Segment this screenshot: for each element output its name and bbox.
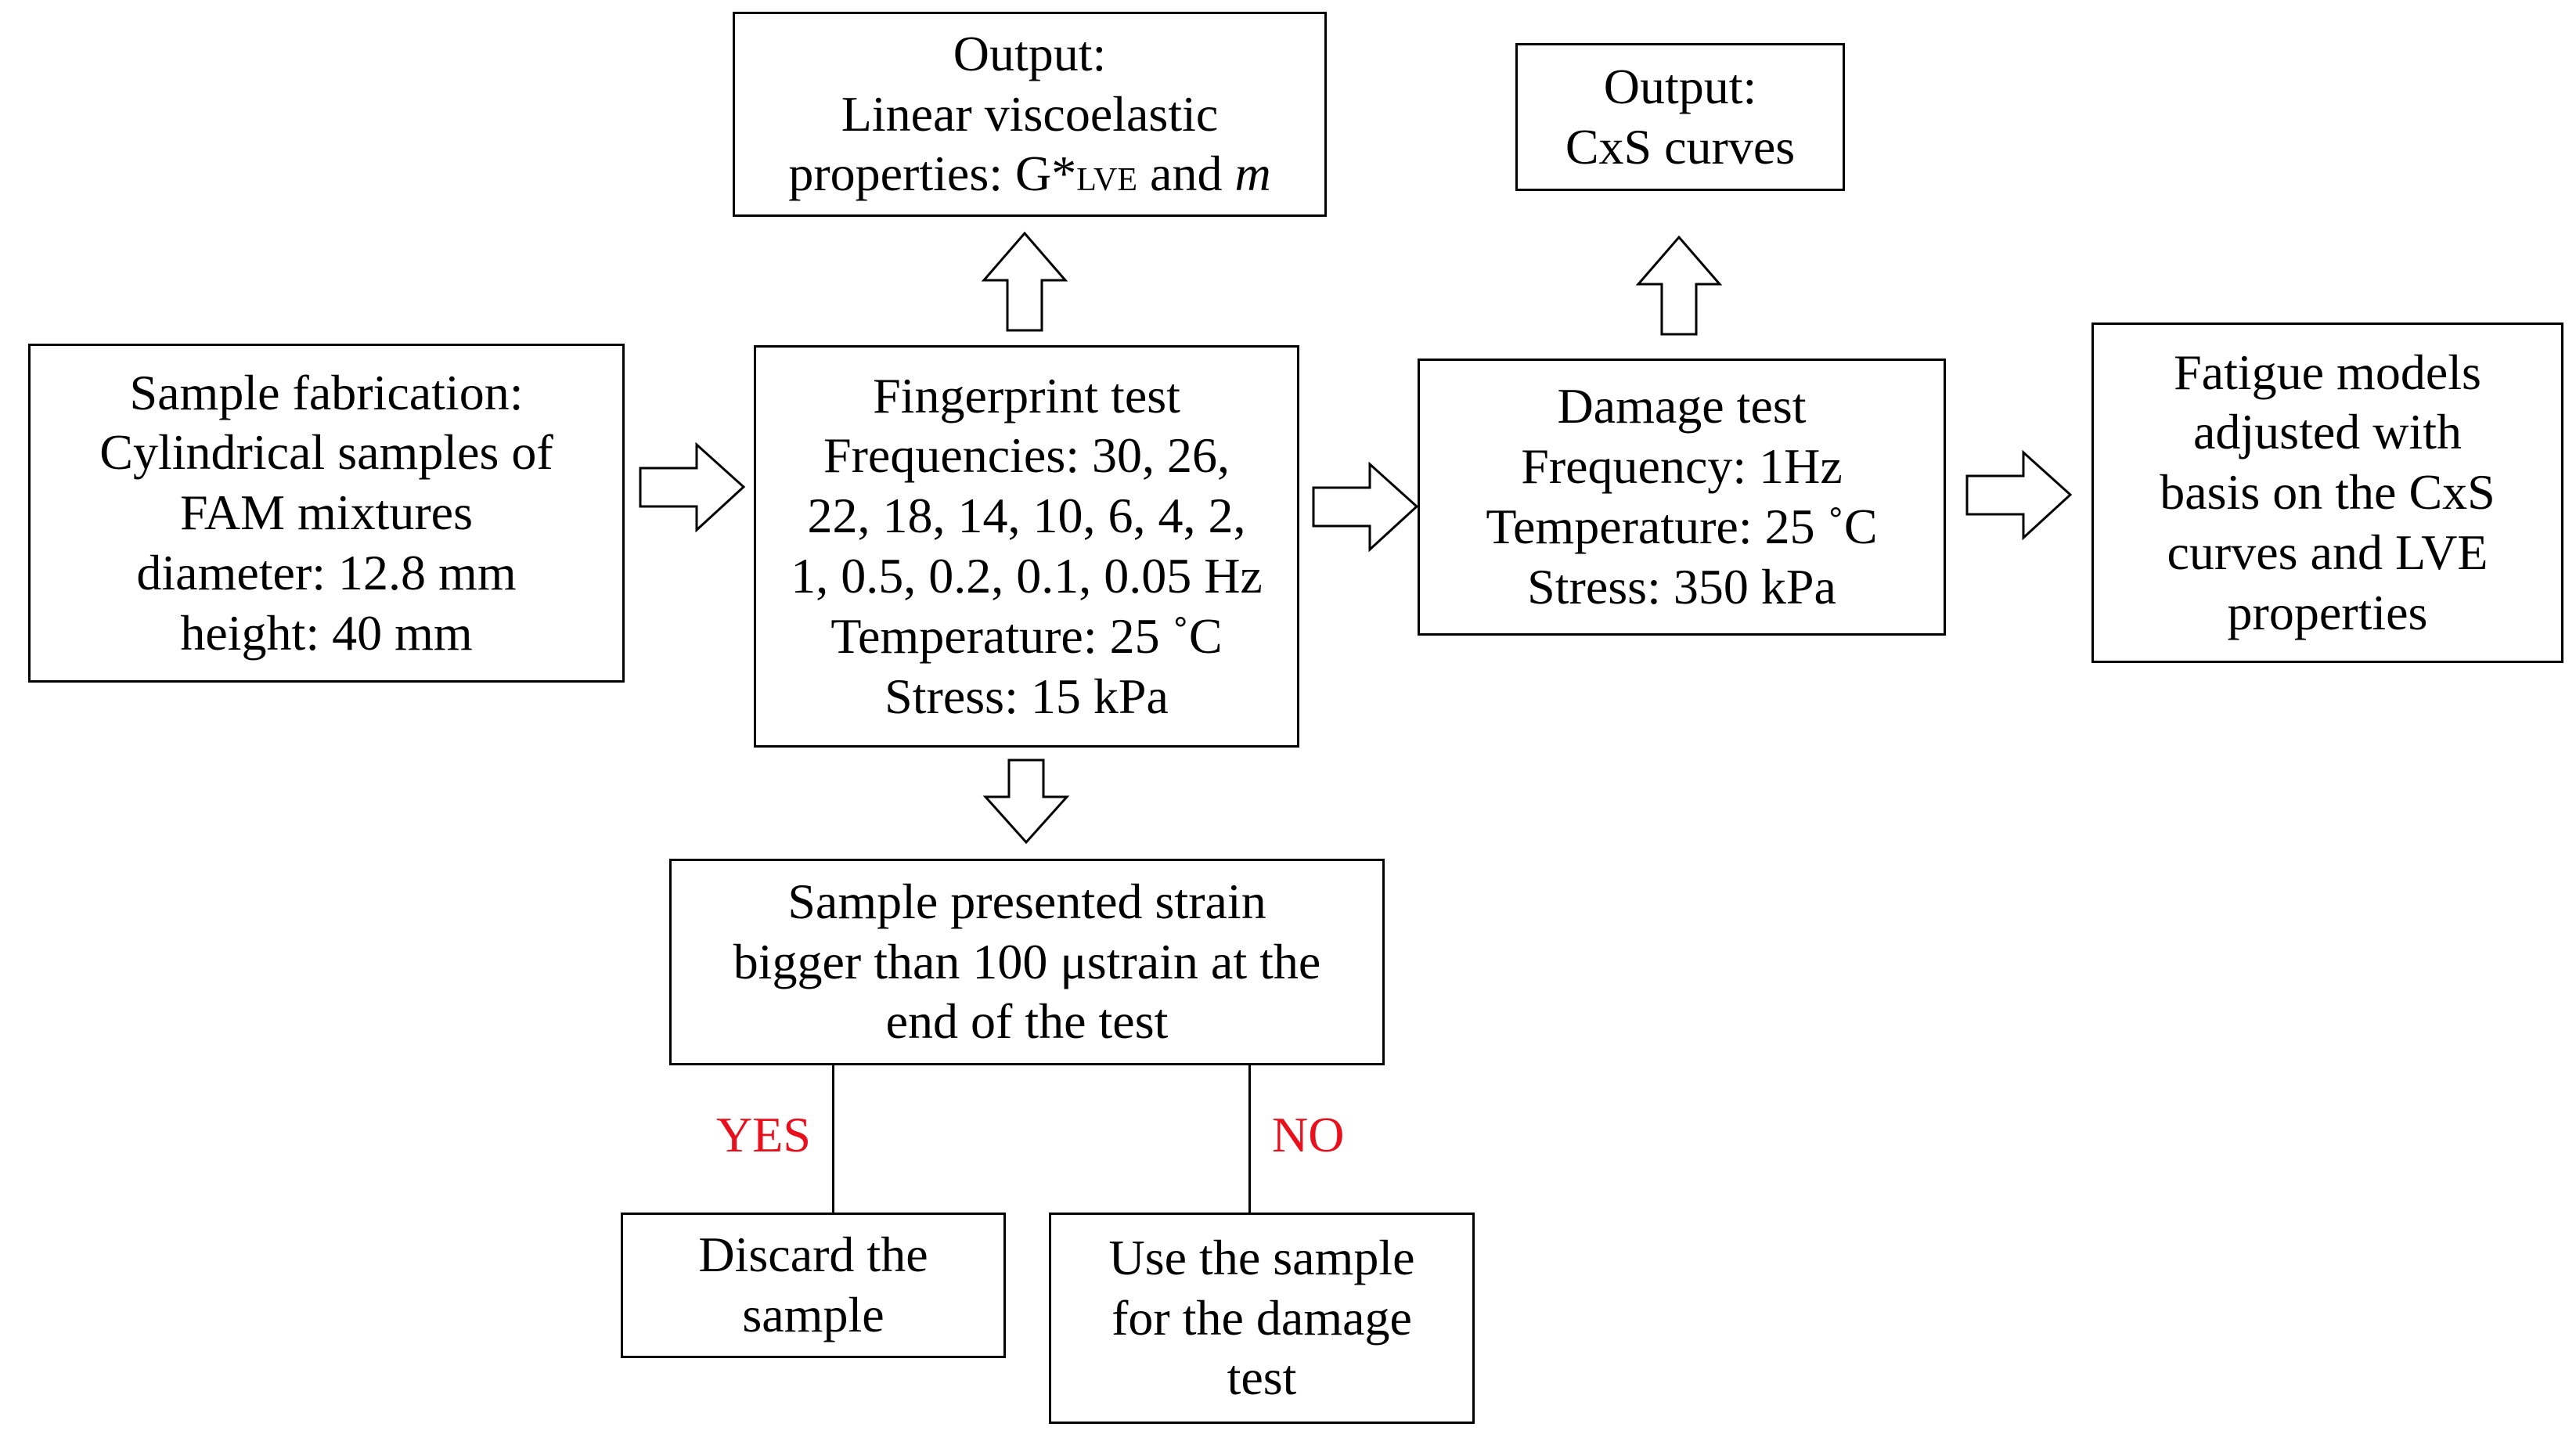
box-text: FAM mixtures [180, 485, 473, 541]
up-arrow-icon [981, 231, 1068, 332]
box-text: 22, 18, 14, 10, 6, 4, 2, [807, 488, 1246, 544]
box-text: curves and LVE [2167, 524, 2488, 580]
box-text: Frequency: 1Hz [1521, 438, 1843, 495]
right-arrow-icon [639, 442, 746, 532]
fingerprint-test-box: Fingerprint test Frequencies: 30, 26, 22… [754, 345, 1299, 748]
box-text: basis on the CxS [2160, 464, 2495, 521]
box-text: Temperature: 25 ˚C [1486, 499, 1878, 554]
yes-branch-line [832, 1065, 834, 1213]
box-text: Use the sample [1108, 1229, 1415, 1285]
right-arrow-icon [1965, 450, 2073, 540]
strain-check-box: Sample presented strain bigger than 100 … [669, 859, 1385, 1065]
right-arrow-icon [1312, 462, 1419, 552]
no-branch-line [1248, 1065, 1251, 1213]
box-text: Linear viscoelastic [841, 85, 1219, 142]
box-text: diameter: 12.8 mm [136, 544, 517, 600]
box-text: Output: [1603, 58, 1757, 114]
lve-subscript: LVE [1076, 162, 1138, 199]
box-text: Cylindrical samples of [99, 424, 553, 481]
box-text: Fatigue models [2174, 344, 2481, 400]
up-arrow-icon [1635, 235, 1723, 336]
damage-test-box: Damage test Frequency: 1Hz Temperature: … [1418, 359, 1946, 636]
box-text: 1, 0.5, 0.2, 0.1, 0.05 Hz [791, 548, 1263, 604]
box-text: sample [742, 1287, 884, 1342]
m-variable: m [1234, 146, 1271, 202]
output-lve-box: Output: Linear viscoelastic properties: … [733, 12, 1327, 217]
box-text: Sample fabrication: [129, 364, 524, 420]
box-text: Stress: 15 kPa [884, 668, 1169, 724]
box-text: end of the test [885, 993, 1169, 1050]
box-text: height: 40 mm [180, 604, 473, 661]
box-text: Stress: 350 kPa [1527, 558, 1836, 614]
box-text: CxS curves [1565, 118, 1796, 175]
box-text: Output: [953, 25, 1107, 81]
box-text: Temperature: 25 ˚C [830, 607, 1223, 664]
no-label: NO [1272, 1107, 1345, 1162]
box-text: Fingerprint test [873, 367, 1180, 423]
yes-label: YES [716, 1107, 811, 1162]
box-text: Frequencies: 30, 26, [823, 427, 1230, 484]
box-text: test [1227, 1350, 1297, 1406]
down-arrow-icon [982, 759, 1070, 845]
discard-sample-box: Discard the sample [621, 1213, 1006, 1358]
box-text: adjusted with [2192, 404, 2463, 460]
box-text: Damage test [1557, 378, 1807, 434]
fatigue-models-box: Fatigue models adjusted with basis on th… [2091, 323, 2563, 663]
box-text: properties [2227, 584, 2428, 640]
box-text: bigger than 100 μstrain at the [733, 933, 1321, 989]
box-text: for the damage [1111, 1289, 1412, 1346]
output-cxs-box: Output: CxS curves [1515, 43, 1845, 191]
box-text: properties: G*LVE and m [788, 146, 1271, 202]
use-sample-box: Use the sample for the damage test [1049, 1213, 1475, 1424]
sample-fabrication-box: Sample fabrication: Cylindrical samples … [28, 344, 625, 683]
box-text: Sample presented strain [787, 873, 1266, 929]
box-text: Discard the [698, 1227, 928, 1283]
